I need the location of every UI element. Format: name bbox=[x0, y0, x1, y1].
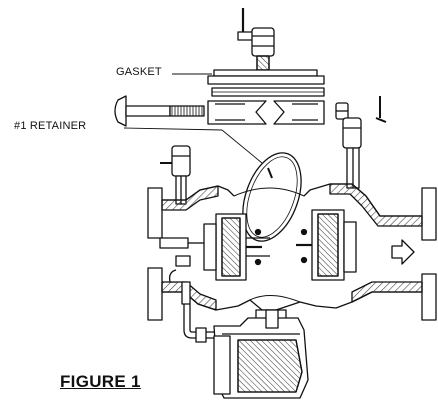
sensing-line bbox=[183, 304, 214, 343]
gasket-label: GASKET bbox=[116, 66, 162, 78]
small-plug bbox=[335, 102, 349, 120]
retainer-ring bbox=[242, 152, 302, 242]
top-test-cock bbox=[237, 8, 275, 71]
valve-cover bbox=[207, 69, 325, 85]
figure-title: FIGURE 1 bbox=[60, 372, 141, 391]
first-check-assembly bbox=[203, 213, 270, 281]
retainer-label: #1 RETAINER bbox=[14, 120, 87, 132]
bolt bbox=[114, 95, 205, 127]
right-test-cock bbox=[342, 96, 387, 189]
left-inlet-port bbox=[159, 237, 204, 305]
check-body-left bbox=[207, 100, 267, 125]
gasket bbox=[211, 87, 325, 97]
check-body-right bbox=[273, 100, 325, 125]
relief-valve bbox=[213, 309, 309, 399]
leader-lines bbox=[123, 73, 263, 164]
second-check-assembly bbox=[296, 209, 357, 281]
left-test-cock bbox=[160, 145, 191, 205]
flow-direction-arrow bbox=[391, 239, 415, 265]
